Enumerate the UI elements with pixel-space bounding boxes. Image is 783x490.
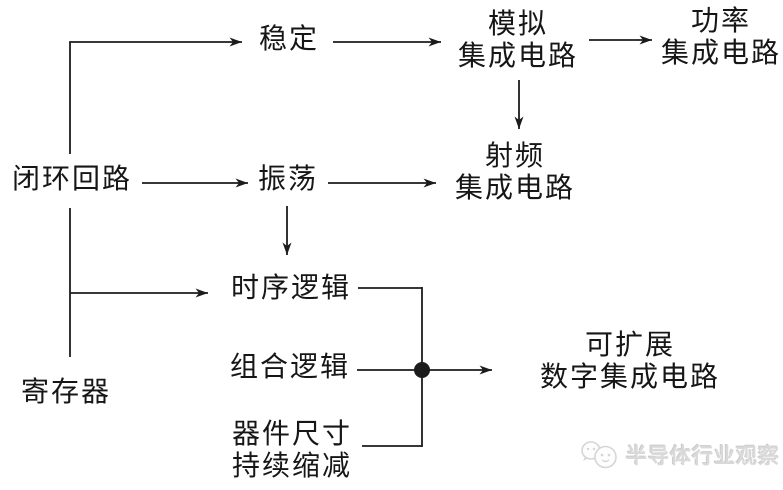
node-rf-ic-line1: 射频 (484, 141, 546, 172)
node-rf-ic: 射频 集成电路 (455, 141, 575, 205)
node-device-scaling: 器件尺寸 持续缩减 (232, 419, 352, 483)
node-device-scaling-line2: 持续缩减 (231, 451, 353, 482)
node-scalable-digital-ic: 可扩展 数字集成电路 (540, 330, 720, 394)
node-oscillation: 振荡 (257, 164, 319, 195)
edge-closed-loop-stable (69, 37, 242, 154)
junction-dot (414, 362, 430, 378)
node-analog-ic-line2: 集成电路 (457, 41, 579, 72)
node-stable: 稳定 (258, 24, 320, 55)
watermark: 半导体行业观察 (580, 440, 780, 470)
node-register: 寄存器 (20, 377, 112, 408)
watermark-text: 半导体行业观察 (626, 444, 780, 468)
node-analog-ic-line1: 模拟 (487, 9, 549, 40)
node-closed-loop: 闭环回路 (11, 164, 133, 195)
node-combinational-logic: 组合逻辑 (229, 352, 351, 383)
node-scalable-digital-ic-line1: 可扩展 (584, 330, 676, 361)
node-analog-ic: 模拟 集成电路 (458, 9, 578, 73)
node-power-ic-line1: 功率 (690, 6, 752, 37)
node-sequential-logic: 时序逻辑 (230, 273, 352, 304)
watermark-logo-icon (581, 441, 617, 469)
node-rf-ic-line2: 集成电路 (454, 173, 576, 204)
node-power-ic: 功率 集成电路 (661, 6, 781, 70)
node-power-ic-line2: 集成电路 (660, 38, 782, 69)
node-scalable-digital-ic-line2: 数字集成电路 (539, 362, 721, 393)
node-device-scaling-line1: 器件尺寸 (231, 419, 353, 450)
